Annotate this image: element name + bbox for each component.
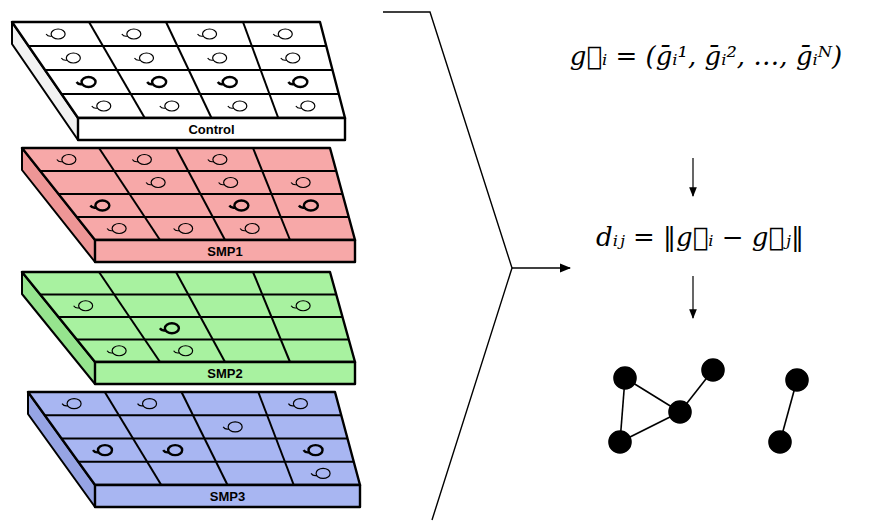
colony-icon — [291, 178, 310, 188]
plate-box: Control — [10, 20, 347, 142]
colony-icon — [311, 468, 330, 478]
colony-icon — [228, 101, 247, 111]
colony-icon — [147, 77, 166, 87]
colony-icon — [219, 178, 238, 188]
colony-icon — [281, 53, 300, 63]
plate-label: Control — [188, 123, 234, 136]
colony-icon — [163, 445, 182, 455]
colony-icon — [134, 53, 153, 63]
plate-box: SMP1 — [20, 146, 357, 264]
plate-label: SMP1 — [207, 245, 242, 258]
colony-icon — [208, 155, 227, 165]
colony-icon — [77, 77, 96, 87]
bracket — [383, 12, 512, 520]
equation: dᵢⱼ = ‖g⃗ᵢ − g⃗ⱼ‖ — [596, 222, 804, 253]
colony-icon — [296, 101, 315, 111]
colony-icon — [46, 29, 65, 39]
plate-box: SMP2 — [20, 270, 357, 386]
colony-icon — [208, 53, 227, 63]
colony-icon — [160, 323, 179, 333]
colony-icon — [107, 224, 126, 234]
plate-label: SMP2 — [207, 367, 242, 380]
flow-arrow — [512, 267, 570, 268]
plate-outline — [20, 270, 357, 386]
colony-icon — [160, 101, 179, 111]
plate-outline — [26, 390, 362, 509]
colony-icon — [74, 301, 93, 311]
colony-icon — [288, 399, 307, 409]
colony-icon — [138, 399, 157, 409]
network-graph — [609, 359, 808, 453]
flow-arrow — [692, 158, 693, 196]
colony-icon — [304, 445, 323, 455]
colony-icon — [218, 77, 237, 87]
colony-icon — [146, 178, 165, 188]
colony-icon — [291, 301, 310, 311]
colony-icon — [62, 399, 81, 409]
colony-icon — [240, 224, 259, 234]
colony-icon — [57, 155, 76, 165]
colony-icon — [299, 201, 318, 211]
colony-icon — [61, 53, 80, 63]
plate-outline — [20, 146, 357, 264]
equation: g⃗ᵢ = (ḡᵢ¹, ḡᵢ², …, ḡᵢᴺ) — [570, 41, 842, 72]
plate-box: SMP3 — [26, 390, 362, 509]
colony-icon — [198, 29, 217, 39]
colony-icon — [174, 224, 193, 234]
colony-icon — [93, 445, 112, 455]
flow-arrow — [692, 276, 693, 318]
colony-icon — [92, 101, 111, 111]
colony-icon — [288, 77, 307, 87]
colony-icon — [122, 29, 141, 39]
colony-icon — [90, 201, 109, 211]
colony-icon — [174, 346, 193, 356]
colony-icon — [229, 201, 248, 211]
colony-icon — [132, 155, 151, 165]
plate-label: SMP3 — [210, 490, 245, 503]
plate-outline — [10, 20, 347, 142]
colony-icon — [223, 422, 242, 432]
colony-icon — [107, 346, 126, 356]
colony-icon — [273, 29, 292, 39]
